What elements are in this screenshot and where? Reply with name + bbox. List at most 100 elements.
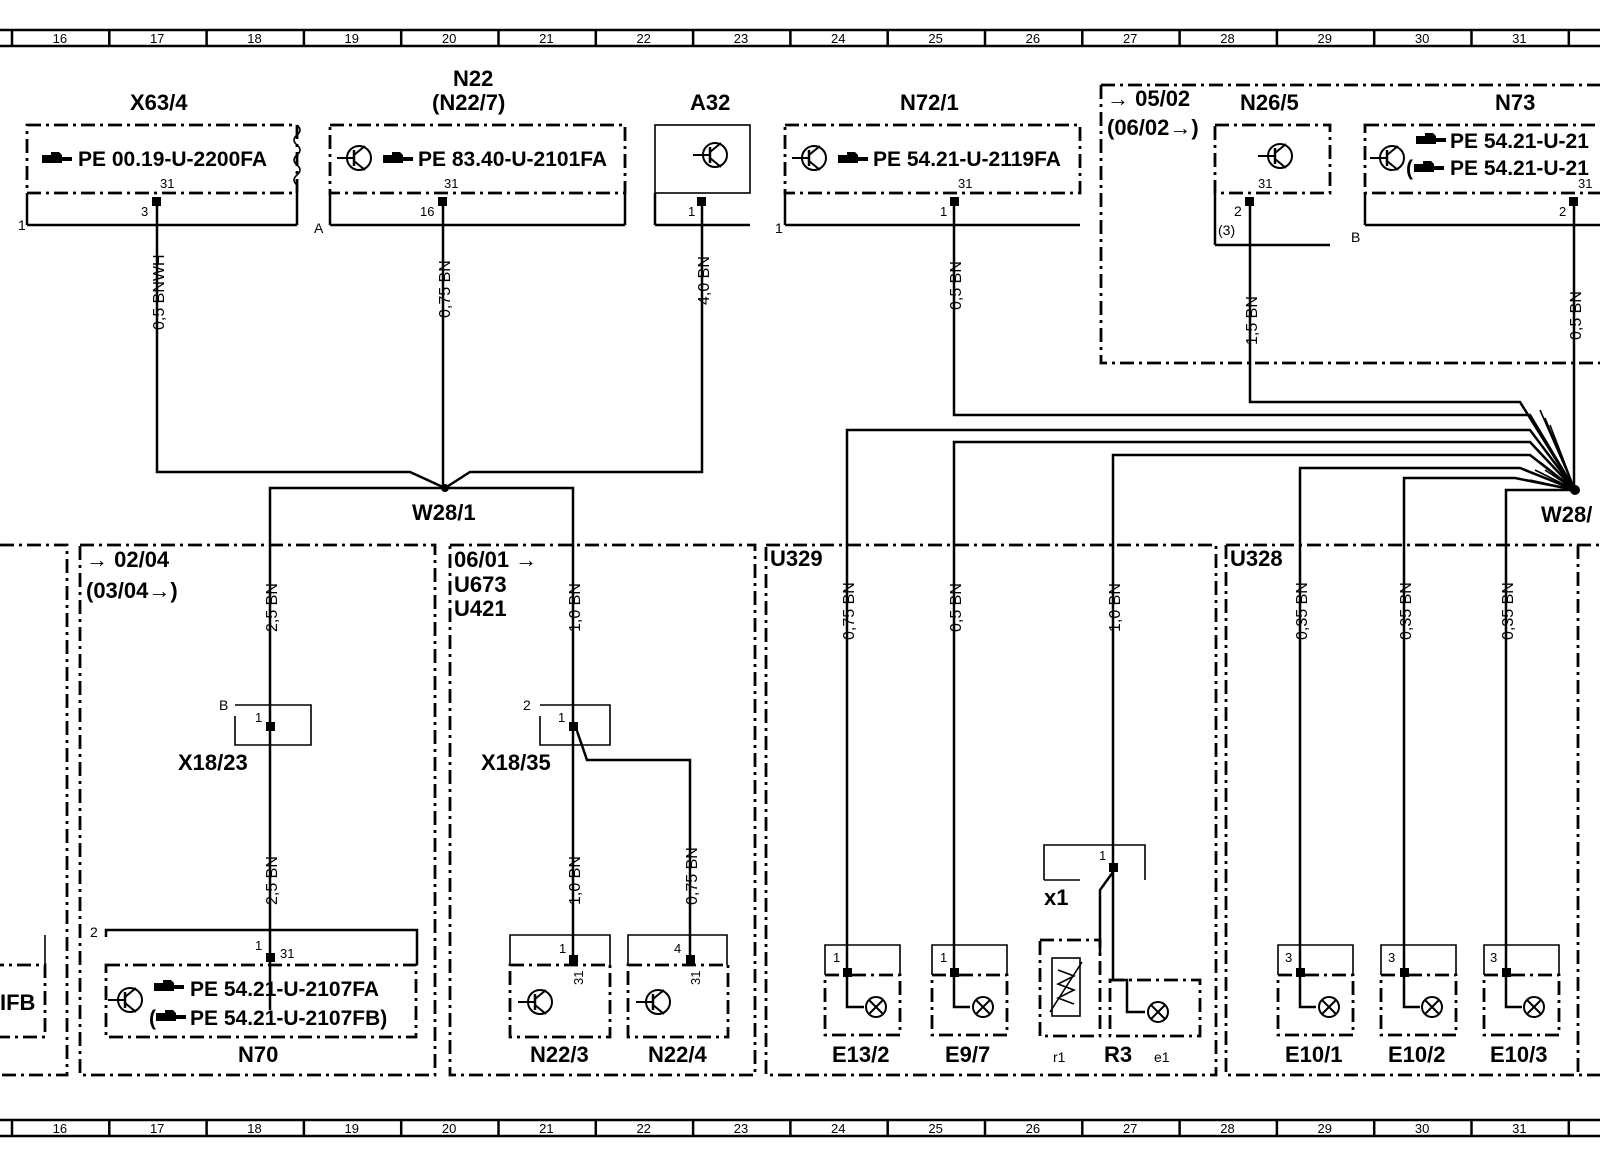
e10-2-pin: 3 (1388, 950, 1395, 965)
component-x18-23: 2,5 BN B 1 X18/23 2,5 BN (178, 555, 312, 1010)
splice-w28-right: W28/ (845, 409, 1592, 555)
group-06-01-line2: U673 (454, 572, 507, 597)
transistor-icon (1256, 142, 1294, 170)
n26-5-label: N26/5 (1240, 90, 1299, 115)
x63-4-ref: PE 00.19-U-2200FA (78, 148, 267, 171)
column-number: 21 (539, 31, 553, 46)
e10-1-wire: 0,35 BN (1294, 582, 1311, 640)
w28-right-label: W28/ (1541, 502, 1592, 527)
e9-7-label: E9/7 (945, 1042, 990, 1067)
e10-1-label: E10/1 (1285, 1042, 1343, 1067)
component-n26-5: N26/5 2 (3) 31 (1213, 90, 1332, 247)
n70-side: 2 (90, 924, 98, 940)
n22-4-pin: 4 (674, 941, 681, 956)
n22-4-gnd: 31 (688, 971, 703, 985)
splice-w28-1: W28/1 (268, 484, 575, 555)
group-05-02-line2: (06/02→) (1107, 115, 1199, 140)
n70-pin: 1 (255, 938, 262, 953)
x18-35-label: X18/35 (481, 750, 551, 775)
x18-23-wire-in: 2,5 BN (264, 583, 281, 632)
n22-alt-label: (N22/7) (432, 90, 505, 115)
n70-label: N70 (238, 1042, 278, 1067)
column-number: 22 (636, 1121, 650, 1136)
component-n70: 2 1 31 PE 54.21-U-2107FA ( PE 54.21-U-21… (90, 924, 419, 1067)
column-number: 22 (636, 31, 650, 46)
component-r3: 1,0 BN 1 x1 r1 R3 e1 (1038, 555, 1202, 1067)
column-number: 28 (1220, 1121, 1234, 1136)
n22-gnd: 31 (444, 176, 458, 191)
column-number: 30 (1415, 31, 1429, 46)
n22-wire-label: 0,75 BN (437, 260, 454, 318)
n26-5-pin: 2 (1234, 203, 1242, 219)
x18-35-side: 2 (523, 697, 531, 713)
group-02-04-line2: (03/04→) (86, 578, 178, 603)
n72-1-ref: PE 54.21-U-2119FA (873, 148, 1061, 171)
x18-23-wire-out: 2,5 BN (264, 856, 281, 905)
r3-wire: 1,0 BN (1107, 583, 1124, 632)
lamp-icon (865, 996, 887, 1018)
r3-pin: 1 (1099, 848, 1106, 863)
n73-gnd: 31 (1578, 176, 1592, 191)
component-x63-4: X63/4 PE 00.19-U-2200FA 1 3 31 (18, 90, 301, 233)
transistor-icon (634, 988, 672, 1016)
n73-ref2: ( (1406, 157, 1413, 180)
resistor-icon (1051, 957, 1081, 1017)
component-e13-2: 0,75 BN 1 E13/2 (823, 555, 902, 1067)
hand-pointer-icon (838, 152, 868, 163)
component-e9-7: 0,5 BN 1 E9/7 (930, 555, 1009, 1067)
e13-2-pin: 1 (833, 950, 840, 965)
lamp-icon (972, 996, 994, 1018)
n70-ref2: ( (149, 1007, 156, 1030)
column-number: 17 (150, 31, 164, 46)
column-number: 31 (1512, 1121, 1526, 1136)
x18-23-label: X18/23 (178, 750, 248, 775)
n26-5-wire-label: 1,5 BN (1244, 296, 1261, 345)
e13-2-wire: 0,75 BN (841, 582, 858, 640)
r3-connector: x1 (1044, 885, 1068, 910)
component-a32: A32 1 (653, 90, 751, 227)
component-n22-3: 1 31 N22/3 (508, 934, 612, 1067)
component-n22-4: 4 31 N22/4 (626, 934, 730, 1067)
n22-side: A (314, 220, 324, 236)
hand-pointer-icon (42, 152, 72, 163)
hand-pointer-icon (1414, 161, 1444, 172)
n22-4-label: N22/4 (648, 1042, 707, 1067)
n72-1-label: N72/1 (900, 90, 959, 115)
lamp-icon (1147, 1001, 1169, 1023)
group-02-04-line1: → 02/04 (86, 547, 170, 572)
n72-1-wire-label: 0,5 BN (948, 261, 965, 310)
component-x18-35: 1,0 BN 2 1 X18/35 1,0 BN 0,75 BN (481, 555, 701, 955)
column-number: 19 (345, 1121, 359, 1136)
x63-4-wire-label: 0,5 BNWH (151, 254, 168, 330)
e10-3-pin: 3 (1490, 950, 1497, 965)
column-number: 26 (1026, 31, 1040, 46)
ifb-label: IFB (0, 990, 35, 1015)
component-n22: N22 (N22/7) PE 83.40-U-2101FA A 16 31 (314, 66, 627, 236)
n73-side: B (1351, 229, 1360, 245)
x63-4-label: X63/4 (130, 90, 188, 115)
n22-ref: PE 83.40-U-2101FA (418, 148, 607, 171)
column-number: 16 (53, 31, 67, 46)
column-number: 24 (831, 31, 845, 46)
n22-3-pin: 1 (559, 941, 566, 956)
x18-35-wire-in: 1,0 BN (567, 583, 584, 632)
top-wire-labels: 0,5 BNWH 0,75 BN 4,0 BN 0,5 BN 1,5 BN 0,… (151, 254, 1585, 345)
group-u329-label: U329 (770, 546, 823, 571)
hand-pointer-icon (1416, 133, 1446, 144)
n70-gnd: 31 (280, 946, 294, 961)
column-number: 24 (831, 1121, 845, 1136)
r3-r1-label: r1 (1053, 1049, 1066, 1065)
group-06-01-line3: U421 (454, 596, 507, 621)
lamp-icon (1523, 996, 1545, 1018)
n73-pin: 2 (1559, 204, 1566, 219)
column-number: 21 (539, 1121, 553, 1136)
group-05-02-line1: → 05/02 (1107, 86, 1190, 111)
r3-label: R3 (1104, 1042, 1132, 1067)
a32-pin: 1 (688, 204, 695, 219)
lamp-icon (1318, 996, 1340, 1018)
column-number: 27 (1123, 31, 1137, 46)
column-number: 28 (1220, 31, 1234, 46)
n22-label: N22 (453, 66, 493, 91)
